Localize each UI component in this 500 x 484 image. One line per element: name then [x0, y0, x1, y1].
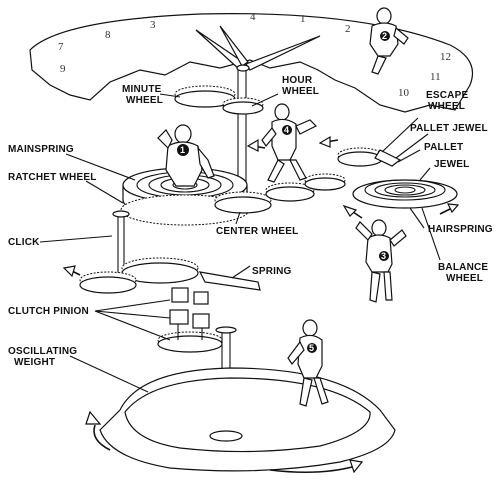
motion-arrows [62, 135, 460, 278]
dial-numeral: 12 [440, 51, 451, 63]
dial-numeral: 9 [60, 63, 66, 75]
minute-wheel [174, 85, 236, 108]
label-line: HOUR [282, 75, 313, 86]
label-hairspring: HAIRSPRING [428, 224, 493, 235]
dial-numeral: 7 [58, 41, 64, 53]
figure-number: 3 [381, 251, 386, 261]
dial-numeral: 4 [250, 11, 256, 23]
label-center-wheel: CENTER WHEEL [216, 226, 298, 237]
balance-wheel [352, 179, 458, 209]
figure-number: 4 [284, 125, 289, 135]
dial-numeral: 1 [300, 13, 306, 25]
dial-numeral: 3 [150, 19, 156, 31]
label-pallet-jewel: PALLET JEWEL [410, 123, 488, 134]
dial-numeral: 8 [105, 29, 111, 41]
clutch-pinion [157, 287, 223, 353]
label-mainspring: MAINSPRING [8, 144, 74, 155]
dial-numeral: 2 [345, 23, 351, 35]
label-escape-wheel: ESCAPE WHEEL [426, 90, 468, 112]
label-line: WHEEL [126, 95, 163, 106]
label-pallet: PALLET [424, 142, 463, 153]
label-hour-wheel: HOUR WHEEL [282, 75, 319, 97]
center-wheel [214, 191, 272, 214]
figure-1: 1 [157, 124, 215, 187]
hour-wheel [222, 97, 264, 115]
figure-number: 5 [309, 343, 314, 353]
figure-2: 2 [369, 7, 409, 75]
label-ratchet-wheel: RATCHET WHEEL [8, 172, 97, 183]
escape-wheel [337, 147, 402, 167]
figure-number: 2 [382, 31, 387, 41]
dial-numeral: 11 [430, 71, 441, 83]
label-line: WHEEL [282, 86, 319, 97]
dial-numeral: 10 [398, 87, 410, 99]
label-jewel: JEWEL [434, 159, 469, 170]
label-oscillating-weight: OSCILLATING WEIGHT [8, 346, 77, 368]
label-line: WHEEL [446, 273, 483, 284]
label-line: BALANCE [438, 262, 488, 273]
figure-3: 3 [355, 219, 407, 303]
label-click: CLICK [8, 237, 40, 248]
leader-lines [39, 93, 441, 393]
label-line: MINUTE [122, 84, 162, 95]
watch-dial: 7 8 9 10 11 12 1 2 3 4 [29, 11, 474, 113]
label-line: ESCAPE [426, 90, 468, 101]
label-line: WHEEL [428, 101, 465, 112]
watch-hands [195, 25, 321, 72]
label-minute-wheel: MINUTE WHEEL [122, 84, 163, 106]
label-balance-wheel: BALANCE WHEEL [438, 262, 488, 284]
label-line: OSCILLATING [8, 346, 77, 357]
label-line: WEIGHT [14, 357, 55, 368]
label-spring: SPRING [252, 266, 292, 277]
figure-4: 4 [261, 103, 318, 183]
label-clutch-pinion: CLUTCH PINION [8, 306, 89, 317]
figure-number: 1 [180, 145, 185, 155]
winding-gears [79, 257, 261, 294]
oscillating-weight [85, 367, 396, 474]
gear-train [265, 173, 346, 202]
figure-5: 5 [287, 319, 329, 407]
